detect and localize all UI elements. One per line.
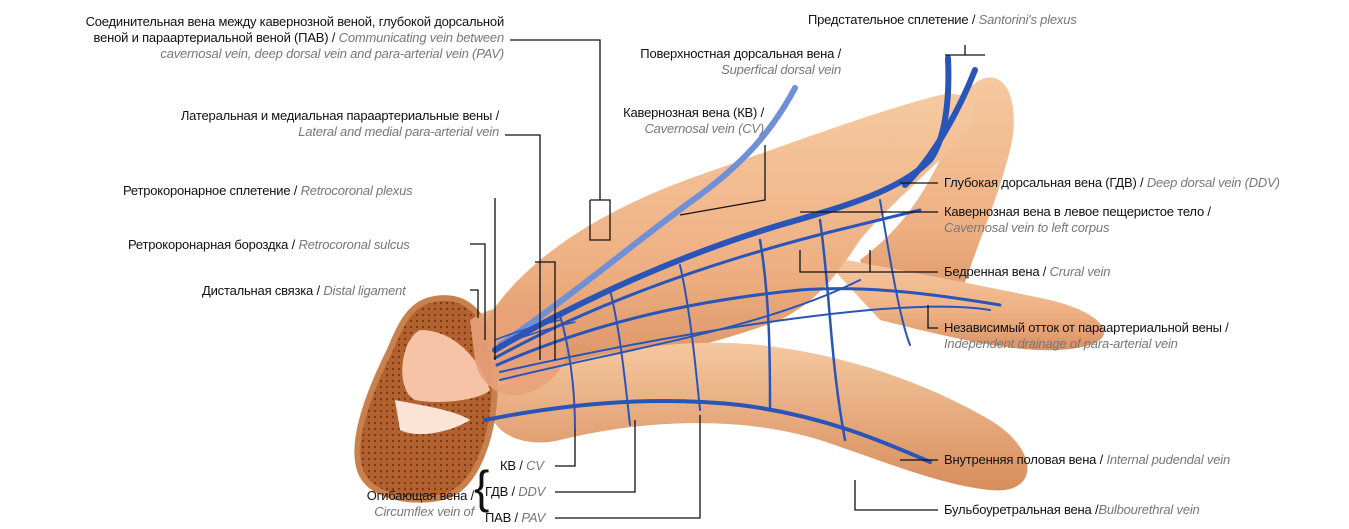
ddv-short-en: DDV	[518, 484, 545, 499]
communicating-ru-line2: веной и параартериальной веной (ПАВ) /	[94, 30, 336, 45]
crural-label: Бедренная вена / Crural vein	[944, 264, 1110, 280]
cavernosal-label: Кавернозная вена (КВ) / Cavernosal vein …	[623, 105, 764, 137]
communicating-vein-label: Соединительная вена между кавернозной ве…	[86, 14, 504, 62]
internal-pudendal-en: Internal pudendal vein	[1106, 452, 1230, 467]
retrocoronal-sulcus-en: Retrocoronal sulcus	[298, 237, 409, 252]
superficial-dorsal-ru: Поверхностная дорсальная вена /	[640, 46, 841, 62]
independent-drainage-label: Независимый отток от параартериальной ве…	[944, 320, 1229, 352]
retrocoronal-plexus-ru: Ретрокоронарное сплетение /	[123, 183, 297, 198]
cavernosal-left-en: Cavernosal vein to left corpus	[944, 220, 1211, 236]
retrocoronal-sulcus-ru: Ретрокоронарная бороздка /	[128, 237, 295, 252]
pav-short-ru: ПАВ /	[485, 510, 518, 525]
communicating-en-line1: Communicating vein between	[339, 30, 504, 45]
cv-short-label: КВ / CV	[500, 458, 544, 474]
deep-dorsal-ru: Глубокая дорсальная вена (ГДВ) /	[944, 175, 1143, 190]
penis-anatomy	[357, 77, 1104, 499]
bulbourethral-ru: Бульбоуретральная вена /	[944, 502, 1098, 517]
cv-short-ru: КВ /	[500, 458, 523, 473]
independent-en: Independent drainage of para-arterial ve…	[944, 336, 1229, 352]
bulbourethral-en: Bulbourethral vein	[1098, 502, 1199, 517]
cavernosal-left-label: Кавернозная вена в левое пещеристое тело…	[944, 204, 1211, 236]
communicating-ru-line1: Соединительная вена между кавернозной ве…	[86, 14, 504, 30]
superficial-dorsal-en: Superfical dorsal vein	[640, 62, 841, 78]
retrocoronal-sulcus-label: Ретрокоронарная бороздка / Retrocoronal …	[128, 237, 410, 253]
santorini-ru: Предстательное сплетение /	[808, 12, 975, 27]
circumflex-en: Circumflex vein of	[367, 504, 474, 520]
internal-pudendal-label: Внутренняя половая вена / Internal puden…	[944, 452, 1230, 468]
independent-ru: Независимый отток от параартериальной ве…	[944, 320, 1229, 336]
crural-ru: Бедренная вена /	[944, 264, 1046, 279]
santorini-label: Предстательное сплетение / Santorini's p…	[808, 12, 1077, 28]
ddv-short-ru: ГДВ /	[485, 484, 515, 499]
deep-dorsal-label: Глубокая дорсальная вена (ГДВ) / Deep do…	[944, 175, 1280, 191]
bulbourethral-label: Бульбоуретральная вена /Bulbourethral ve…	[944, 502, 1200, 518]
pav-short-en: PAV	[521, 510, 545, 525]
communicating-en-line2: cavernosal vein, deep dorsal vein and pa…	[86, 46, 504, 62]
distal-ligament-label: Дистальная связка / Distal ligament	[202, 283, 406, 299]
cv-short-en: CV	[526, 458, 544, 473]
para-arterial-label: Латеральная и медиальная параартериальны…	[181, 108, 499, 140]
cavernosal-en: Cavernosal vein (CV)	[623, 121, 764, 137]
santorini-en: Santorini's plexus	[979, 12, 1077, 27]
para-arterial-ru: Латеральная и медиальная параартериальны…	[181, 108, 499, 124]
internal-pudendal-ru: Внутренняя половая вена /	[944, 452, 1103, 467]
superficial-dorsal-label: Поверхностная дорсальная вена / Superfic…	[640, 46, 841, 78]
crural-en: Crural vein	[1050, 264, 1111, 279]
retrocoronal-plexus-label: Ретрокоронарное сплетение / Retrocoronal…	[123, 183, 412, 199]
circumflex-label: Огибающая вена / Circumflex vein of	[367, 488, 474, 520]
retrocoronal-plexus-en: Retrocoronal plexus	[301, 183, 413, 198]
ddv-short-label: ГДВ / DDV	[485, 484, 545, 500]
distal-ligament-ru: Дистальная связка /	[202, 283, 320, 298]
cavernosal-left-ru: Кавернозная вена в левое пещеристое тело…	[944, 204, 1211, 220]
para-arterial-en: Lateral and medial para-arterial vein	[181, 124, 499, 140]
pav-short-label: ПАВ / PAV	[485, 510, 545, 526]
circumflex-ru: Огибающая вена /	[367, 488, 474, 504]
distal-ligament-en: Distal ligament	[323, 283, 405, 298]
cavernosal-ru: Кавернозная вена (КВ) /	[623, 105, 764, 121]
deep-dorsal-en: Deep dorsal vein (DDV)	[1147, 175, 1280, 190]
